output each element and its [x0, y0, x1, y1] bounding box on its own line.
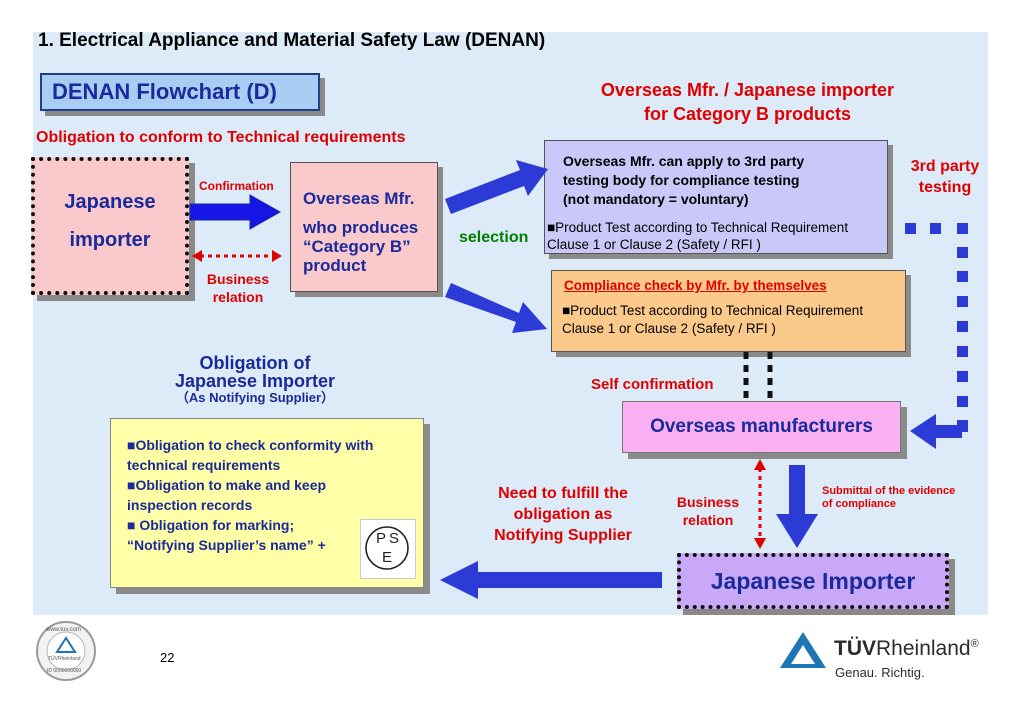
compliance-box: Compliance check by Mfr. by themselves ■…: [551, 270, 906, 352]
flowchart-label: DENAN Flowchart (D): [40, 73, 320, 111]
selection-label: selection: [459, 229, 529, 246]
business-relation-left-line2: relation: [212, 289, 264, 305]
obligation-item-3b: “Notifying Supplier’s name” +: [127, 537, 326, 553]
japanese-importer-box: Japanese importer: [31, 157, 189, 295]
third-party-box: Overseas Mfr. can apply to 3rd party tes…: [544, 140, 888, 254]
tuv-logo-reg: ®: [970, 638, 979, 650]
need-fulfill-line2: obligation as: [513, 506, 613, 523]
third-party-testing-label: 3rd party testing: [900, 156, 990, 198]
tuv-logo-text: TÜVRheinland®: [834, 637, 979, 661]
obligation-importer-line3: （As Notifying Supplier）: [175, 390, 335, 405]
need-fulfill-label: Need to fulfill the obligation as Notify…: [478, 483, 648, 546]
category-b-heading: Overseas Mfr. / Japanese importer for Ca…: [560, 78, 935, 126]
compliance-line1: ■Product Test according to Technical Req…: [562, 303, 864, 318]
obligation-item-3: ■ Obligation for marking;: [127, 517, 295, 533]
seal-bottom-text: ID 0000000000: [47, 668, 82, 674]
pse-mark-p: P: [376, 530, 387, 547]
business-relation-left-line1: Business: [206, 271, 270, 287]
compliance-line2: Clause 1 or Clause 2 (Safety / RFI ): [562, 321, 776, 336]
third-party-line2: testing body for compliance testing: [563, 172, 800, 188]
overseas-mfr-lines: who produces “Category B” product: [303, 218, 418, 275]
obligation-importer-line2: Japanese Importer: [174, 371, 336, 391]
business-relation-left: Business relation: [195, 270, 281, 306]
submittal-line2: of compliance: [822, 498, 896, 510]
self-confirmation-label: Self confirmation: [591, 376, 714, 393]
business-relation-right: Business relation: [668, 493, 748, 529]
third-party-text: Overseas Mfr. can apply to 3rd party tes…: [563, 152, 804, 209]
japanese-importer-bottom-box: Japanese Importer: [677, 553, 949, 609]
need-fulfill-line3: Notifying Supplier: [494, 527, 632, 544]
third-party-line1: Overseas Mfr. can apply to 3rd party: [563, 153, 805, 169]
page-title: 1. Electrical Appliance and Material Saf…: [38, 30, 546, 51]
seal-inner: [46, 631, 86, 671]
seal-triangle-icon: [55, 636, 77, 653]
overseas-mfr-line4: product: [303, 256, 367, 275]
seal-center-text: TÜVRheinland: [48, 656, 81, 662]
overseas-mfr-line2: who produces: [303, 218, 419, 237]
tuv-logo-triangle-icon: [780, 632, 826, 668]
category-b-heading-line2: for Category B products: [643, 104, 852, 124]
submittal-label: Submittal of the evidence of compliance: [822, 485, 955, 511]
third-party-line4: ■Product Test according to Technical Req…: [547, 220, 849, 235]
third-party-requirement: ■Product Test according to Technical Req…: [547, 219, 848, 253]
submittal-line1: Submittal of the evidence: [822, 485, 956, 497]
obligation-item-1b: technical requirements: [127, 457, 281, 473]
compliance-text: ■Product Test according to Technical Req…: [562, 302, 863, 338]
business-relation-right-line1: Business: [676, 494, 740, 510]
pse-mark-e: E: [382, 549, 393, 566]
third-party-line3: (not mandatory = voluntary): [563, 191, 749, 207]
third-party-line5: Clause 1 or Clause 2 (Safety / RFI ): [547, 237, 761, 252]
overseas-mfr-line3: “Category B”: [303, 237, 411, 256]
tuv-logo-bold: TÜV: [834, 637, 876, 660]
overseas-mfr-box: Overseas Mfr. who produces “Category B” …: [290, 162, 438, 292]
obligation-list: ■Obligation to check conformity with tec…: [127, 435, 373, 555]
overseas-mfr-line1: Overseas Mfr.: [303, 189, 415, 208]
page-number: 22: [160, 650, 175, 665]
obligation-list-box: ■Obligation to check conformity with tec…: [110, 418, 424, 588]
tuv-logo-rest: Rheinland: [876, 637, 971, 660]
tuv-logo-tagline: Genau. Richtig.: [835, 665, 925, 680]
need-fulfill-line1: Need to fulfill the: [498, 485, 628, 502]
seal-top-text: www.tuv.com: [46, 627, 81, 633]
third-party-testing-line1: 3rd party: [910, 158, 980, 175]
obligation-item-2b: inspection records: [127, 497, 253, 513]
obligation-item-1: ■Obligation to check conformity with: [127, 437, 374, 453]
business-relation-right-line2: relation: [682, 512, 734, 528]
obligation-conform-label: Obligation to conform to Technical requi…: [36, 129, 406, 146]
category-b-heading-line1: Overseas Mfr. / Japanese importer: [600, 80, 895, 100]
overseas-manufacturers-box: Overseas manufacturers: [622, 401, 901, 453]
obligation-importer-line1: Obligation of: [199, 353, 311, 373]
obligation-item-2: ■Obligation to make and keep: [127, 477, 327, 493]
japanese-importer-line1: Japanese: [64, 191, 156, 213]
confirmation-label: Confirmation: [199, 179, 274, 193]
compliance-heading: Compliance check by Mfr. by themselves: [564, 278, 827, 293]
japanese-importer-line2: importer: [69, 229, 151, 251]
obligation-importer-heading: Obligation of Japanese Importer （As Noti…: [150, 354, 360, 405]
third-party-testing-line2: testing: [918, 179, 972, 196]
pse-mark-s: S: [389, 530, 400, 547]
tuv-logo-triangle-inner: [791, 645, 815, 664]
